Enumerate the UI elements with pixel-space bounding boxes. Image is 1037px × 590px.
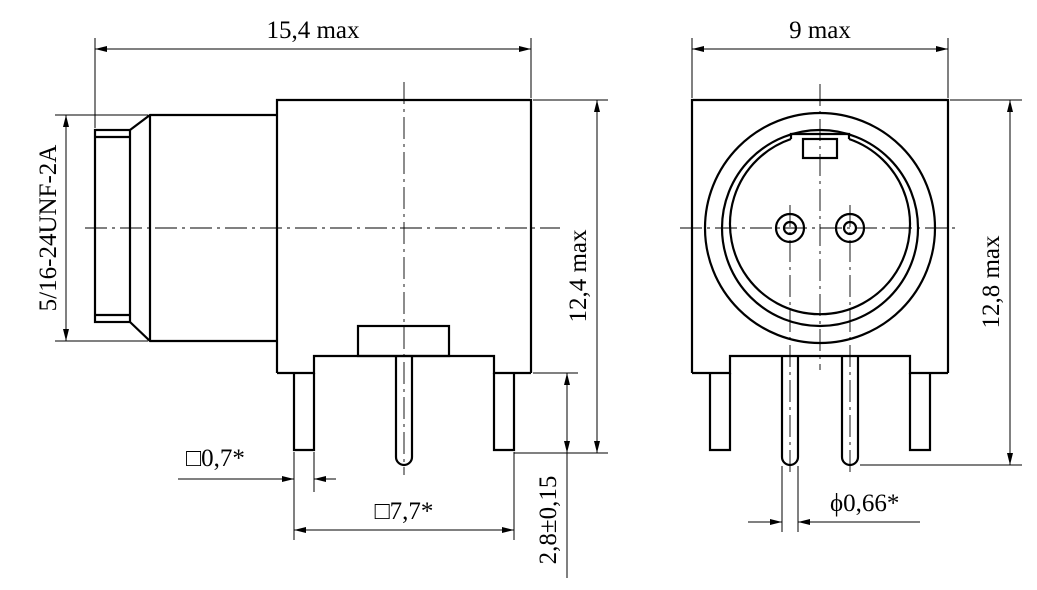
pin-diameter-label: ϕ0,66*	[830, 490, 899, 517]
thread-label: 5/16-24UNF-2A	[35, 145, 62, 312]
pin-length-dimension: 2,8±0,15	[533, 372, 578, 578]
overall-length-label: 15,4 max	[266, 17, 360, 44]
overall-length-dimension: 15,4 max	[94, 17, 532, 128]
height-front-label: 12,8 max	[978, 235, 1005, 329]
pin-square-dimension: □0,7*	[178, 445, 336, 540]
pins-side	[292, 356, 516, 467]
height-front-dimension: 12,8 max	[860, 99, 1022, 466]
height-side-label: 12,4 max	[565, 229, 592, 323]
pin-spacing-dimension: □7,7*	[294, 452, 515, 540]
pin-spacing-label: □7,7*	[375, 498, 434, 525]
overall-width-label: 9 max	[789, 17, 851, 44]
height-side-dimension: 12,4 max	[514, 99, 608, 454]
pin-length-label: 2,8±0,15	[535, 476, 562, 565]
pin-diameter-dimension: ϕ0,66*	[748, 466, 920, 532]
side-view: 15,4 max 5/16-24UNF-2A 12,4 max 2,8±0,15	[35, 17, 608, 578]
thread-dimension: 5/16-24UNF-2A	[35, 114, 148, 342]
front-view: 9 max 12,8 max ϕ0,66*	[680, 17, 1022, 532]
pin-square-label: □0,7*	[186, 445, 245, 472]
overall-width-dimension: 9 max	[691, 17, 949, 98]
pins-front	[708, 356, 932, 467]
